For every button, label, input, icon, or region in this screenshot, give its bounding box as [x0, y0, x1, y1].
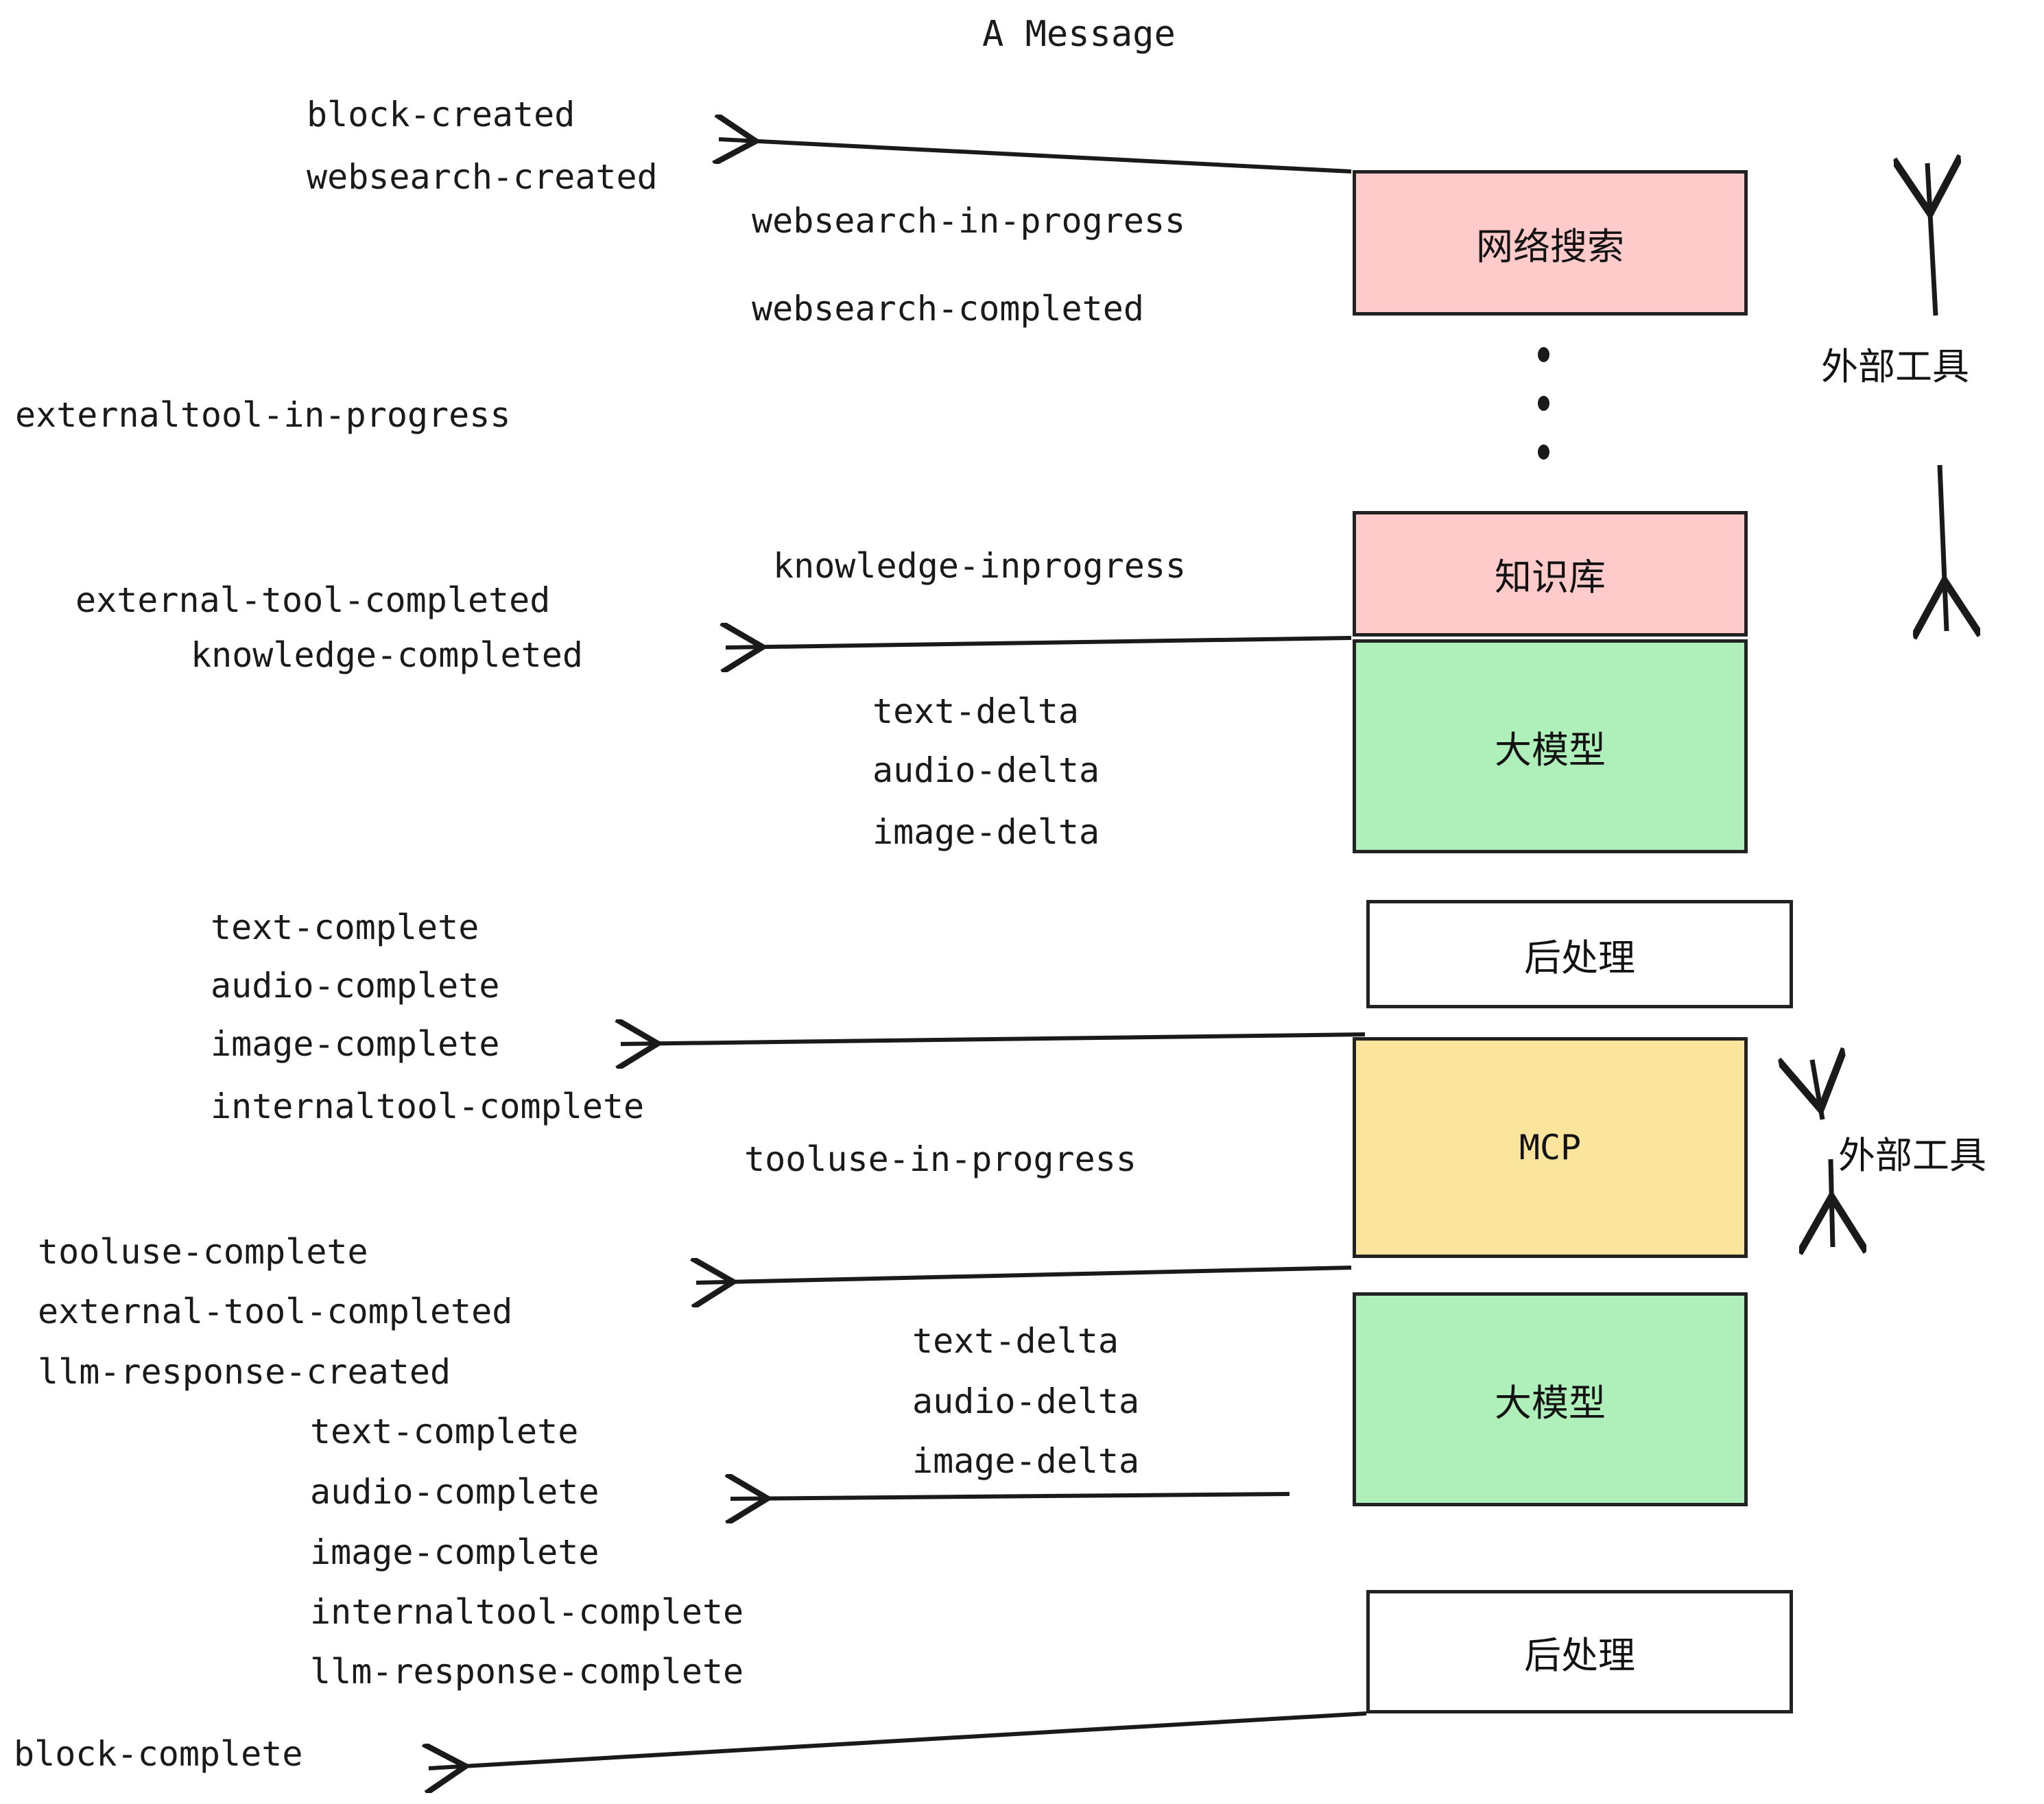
event-label-audio-complete-1: audio-complete — [211, 966, 500, 1006]
ellipsis-dot — [1537, 444, 1549, 460]
arrow-external-tool-bottom-up — [1812, 1060, 1822, 1120]
node-knowledge[interactable]: 知识库 — [1353, 511, 1748, 637]
arrow-mcp-to-tooluse-complete — [696, 1268, 1352, 1283]
event-label-image-complete-1: image-complete — [211, 1024, 500, 1064]
ellipsis-dot — [1537, 347, 1549, 362]
event-label-external-tool-completed: external-tool-completed — [75, 580, 551, 620]
node-postprocess-2-label: 后处理 — [1524, 1633, 1635, 1677]
arrow-external-tool-bottom-down — [1831, 1159, 1833, 1247]
event-label-tooluse-complete: tooluse-complete — [38, 1232, 368, 1272]
arrow-post2-to-block-complete — [429, 1711, 1367, 1768]
event-label-websearch-completed: websearch-completed — [752, 289, 1144, 329]
event-label-audio-complete-2: audio-complete — [310, 1472, 599, 1512]
side-label-external-tool-top: 外部工具 — [1821, 345, 1969, 388]
node-mcp[interactable]: MCP — [1353, 1037, 1748, 1258]
event-label-websearch-in-progress: websearch-in-progress — [752, 201, 1186, 241]
page-title: A Message — [982, 14, 1176, 55]
node-llm-1-label: 大模型 — [1495, 728, 1606, 772]
event-label-llm-response-complete: llm-response-complete — [310, 1652, 744, 1692]
event-label-tooluse-in-progress: tooluse-in-progress — [744, 1139, 1137, 1179]
event-label-audio-delta-2: audio-delta — [912, 1381, 1140, 1421]
node-websearch[interactable]: 网络搜索 — [1353, 170, 1748, 316]
arrow-external-tool-top-up — [1927, 163, 1936, 316]
event-label-websearch-created: websearch-created — [307, 157, 658, 197]
event-label-image-delta-2: image-delta — [912, 1441, 1140, 1481]
event-label-text-complete-2: text-complete — [310, 1412, 579, 1451]
node-websearch-label: 网络搜索 — [1476, 224, 1624, 268]
node-mcp-label: MCP — [1519, 1128, 1582, 1167]
side-label-external-tool-bottom: 外部工具 — [1838, 1134, 1986, 1177]
arrow-websearch-to-block-created — [719, 139, 1352, 174]
node-postprocess-1-label: 后处理 — [1524, 936, 1635, 980]
arrow-external-tool-top-down — [1940, 464, 1947, 631]
event-label-block-created: block-created — [307, 95, 575, 134]
event-label-audio-delta-1: audio-delta — [872, 750, 1100, 790]
node-llm-2[interactable]: 大模型 — [1353, 1292, 1748, 1506]
event-label-externaltool-in-progress: externaltool-in-progress — [15, 395, 511, 435]
event-label-image-complete-2: image-complete — [310, 1532, 599, 1572]
event-label-external-tool-completed-2: external-tool-completed — [38, 1292, 513, 1331]
event-label-block-complete: block-complete — [14, 1734, 303, 1774]
node-llm-2-label: 大模型 — [1495, 1381, 1606, 1425]
arrow-llm2-to-audio-complete — [730, 1494, 1290, 1499]
arrow-knowledge-to-completed — [726, 638, 1352, 648]
event-label-text-delta-1: text-delta — [872, 691, 1080, 731]
event-label-knowledge-completed: knowledge-completed — [191, 635, 583, 675]
event-label-image-delta-1: image-delta — [872, 812, 1100, 852]
event-label-text-complete-1: text-complete — [211, 907, 479, 947]
ellipsis-dot — [1537, 396, 1549, 411]
arrow-post1-to-image-complete — [621, 1034, 1366, 1044]
node-postprocess-1[interactable]: 后处理 — [1366, 900, 1793, 1008]
event-label-knowledge-inprogress: knowledge-inprogress — [773, 546, 1187, 586]
vertical-ellipsis — [1536, 347, 1550, 460]
event-label-internaltool-complete-2: internaltool-complete — [310, 1592, 744, 1632]
node-postprocess-2[interactable]: 后处理 — [1366, 1590, 1793, 1713]
event-label-text-delta-2: text-delta — [912, 1321, 1119, 1361]
node-llm-1[interactable]: 大模型 — [1353, 639, 1748, 853]
event-label-llm-response-created: llm-response-created — [38, 1352, 451, 1392]
node-knowledge-label: 知识库 — [1495, 556, 1606, 599]
event-label-internaltool-complete-1: internaltool-complete — [211, 1087, 645, 1126]
